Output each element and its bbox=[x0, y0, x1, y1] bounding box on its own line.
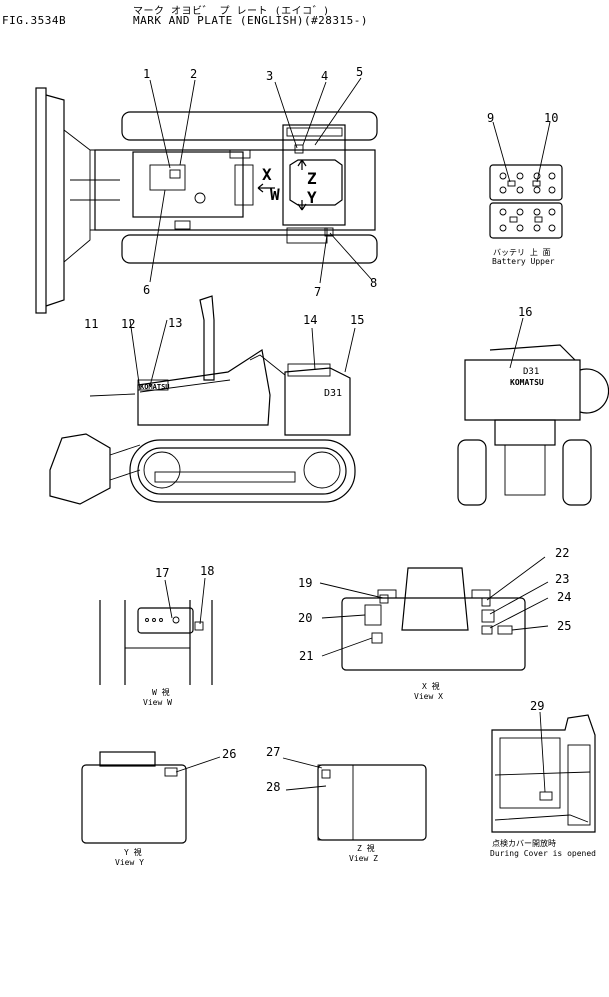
callout-8: 8 bbox=[370, 276, 377, 290]
battery-caption-jp: バッテリ 上 面 bbox=[493, 248, 551, 257]
callout-26: 26 bbox=[222, 747, 236, 761]
view-arrow-w: W bbox=[270, 185, 280, 204]
callout-29: 29 bbox=[530, 699, 544, 713]
view-z-caption-jp: Z 視 bbox=[357, 844, 375, 853]
view-y-caption-en: View Y bbox=[115, 858, 144, 867]
callout-3: 3 bbox=[266, 69, 273, 83]
view-w-caption-jp: W 視 bbox=[152, 688, 170, 697]
callout-17: 17 bbox=[155, 566, 169, 580]
callout-6: 6 bbox=[143, 283, 150, 297]
callout-11: 11 bbox=[84, 317, 98, 331]
callout-7: 7 bbox=[314, 285, 321, 299]
callout-16: 16 bbox=[518, 305, 532, 319]
battery-view-drawing bbox=[489, 121, 563, 239]
view-arrow-x: X bbox=[262, 165, 272, 184]
callout-22: 22 bbox=[555, 546, 569, 560]
cover-caption-en: During Cover is opened bbox=[490, 849, 596, 858]
view-y-drawing bbox=[81, 751, 221, 844]
figure-number: FIG.3534B bbox=[2, 14, 67, 27]
callout-19: 19 bbox=[298, 576, 312, 590]
callout-15: 15 bbox=[350, 313, 364, 327]
top-view-drawing: X W Z Y bbox=[35, 77, 378, 314]
side-hood-brand: KOMATSU bbox=[140, 383, 170, 391]
title-japanese: マーク オヨビ゛ プ レート (エイコ゛) bbox=[133, 6, 330, 17]
view-arrow-y: Y bbox=[307, 188, 317, 207]
callout-10: 10 bbox=[544, 111, 558, 125]
cover-view-drawing bbox=[491, 711, 596, 833]
top-view-callouts: 1 2 3 4 5 6 7 8 bbox=[143, 65, 377, 299]
callout-1: 1 bbox=[143, 67, 150, 81]
callout-20: 20 bbox=[298, 611, 312, 625]
view-z-caption-en: View Z bbox=[349, 854, 378, 863]
view-x-drawing bbox=[319, 556, 549, 671]
view-w-caption-en: View W bbox=[143, 698, 172, 707]
rear-brand-mark: KOMATSU bbox=[510, 378, 544, 387]
rear-view-drawing bbox=[457, 317, 609, 506]
view-w-drawing bbox=[99, 577, 213, 685]
callout-12: 12 bbox=[121, 317, 135, 331]
callout-9: 9 bbox=[487, 111, 494, 125]
cover-caption-jp: 点検カバー開放時 bbox=[492, 838, 556, 848]
callout-21: 21 bbox=[299, 649, 313, 663]
callout-28: 28 bbox=[266, 780, 280, 794]
callout-5: 5 bbox=[356, 65, 363, 79]
view-y-caption-jp: Y 視 bbox=[124, 848, 142, 857]
side-model-mark: D31 bbox=[324, 388, 342, 399]
callout-18: 18 bbox=[200, 564, 214, 578]
callout-4: 4 bbox=[321, 69, 328, 83]
view-arrow-z: Z bbox=[307, 169, 317, 188]
callout-25: 25 bbox=[557, 619, 571, 633]
view-x-caption-jp: X 視 bbox=[422, 682, 440, 691]
title-english: MARK AND PLATE (ENGLISH)(#28315-) bbox=[133, 14, 369, 27]
battery-caption-en: Battery Upper bbox=[492, 257, 555, 266]
callout-13: 13 bbox=[168, 316, 182, 330]
callout-27: 27 bbox=[266, 745, 280, 759]
view-z-drawing bbox=[282, 757, 427, 841]
view-x-caption-en: View X bbox=[414, 692, 443, 701]
callout-2: 2 bbox=[190, 67, 197, 81]
side-view-drawing bbox=[49, 295, 356, 505]
rear-model-mark: D31 bbox=[523, 367, 539, 377]
callout-23: 23 bbox=[555, 572, 569, 586]
callout-24: 24 bbox=[557, 590, 571, 604]
callout-14: 14 bbox=[303, 313, 317, 327]
